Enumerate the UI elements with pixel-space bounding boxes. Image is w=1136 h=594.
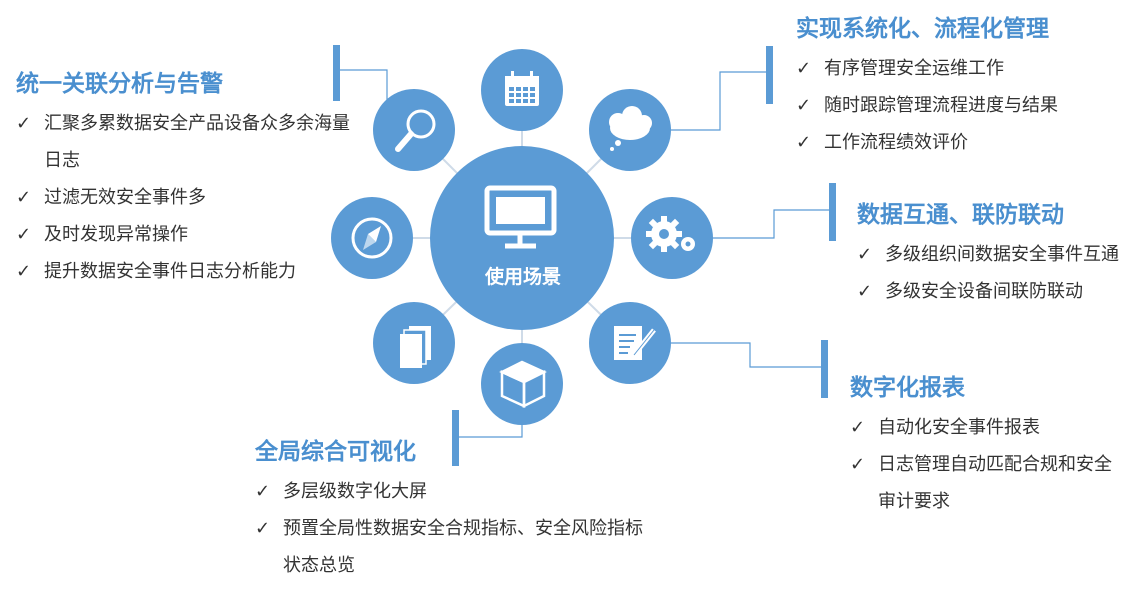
section-title: 数据互通、联防联动 bbox=[857, 202, 1064, 228]
list-item: ✓ 提升数据安全事件日志分析能力 bbox=[16, 253, 351, 290]
check-icon: ✓ bbox=[850, 454, 866, 475]
list-item-text: 提升数据安全事件日志分析能力 bbox=[44, 261, 296, 282]
list-item: ✓ 随时跟踪管理流程进度与结果 bbox=[796, 87, 1116, 124]
bar-left bbox=[333, 45, 340, 101]
section-left: 统一关联分析与告警 ✓ 汇聚多累数据安全产品设备众多余海量日志 ✓ 过滤无效安全事件多… bbox=[16, 69, 351, 290]
list-item-text: 日志管理自动匹配合规和安全审计要求 bbox=[878, 454, 1112, 512]
list-item-text: 多级安全设备间联防联动 bbox=[885, 281, 1083, 302]
list-item-text: 汇聚多累数据安全产品设备众多余海量日志 bbox=[44, 113, 350, 171]
item-list: ✓汇聚多累数据安全产品设备众多余海量日志✓过滤无效安全事件多✓及时发现异常操作✓… bbox=[16, 105, 351, 290]
calendar-icon bbox=[505, 71, 539, 106]
list-item: ✓ 工作流程绩效评价 bbox=[796, 124, 1116, 161]
cloud-icon bbox=[609, 106, 652, 151]
list-item-text: 随时跟踪管理流程进度与结果 bbox=[824, 95, 1058, 116]
connector-bottom bbox=[456, 424, 523, 438]
connector-top-right bbox=[658, 71, 768, 131]
notepad-pen-icon bbox=[614, 326, 656, 360]
check-icon: ✓ bbox=[796, 95, 812, 116]
check-icon: ✓ bbox=[16, 187, 32, 208]
check-icon: ✓ bbox=[796, 58, 812, 79]
item-list: ✓ 自动化安全事件报表 ✓ 日志管理自动匹配合规和安全审计要求 bbox=[850, 409, 1120, 520]
satellite-cloud bbox=[589, 89, 671, 171]
list-item-text: 过滤无效安全事件多 bbox=[44, 187, 206, 208]
list-item-text: 自动化安全事件报表 bbox=[878, 417, 1040, 438]
bar-bottom bbox=[452, 410, 459, 466]
list-item-text: 多层级数字化大屏 bbox=[283, 481, 427, 502]
satellite-documents bbox=[373, 302, 455, 384]
satellite-search bbox=[373, 89, 455, 171]
bar-top-right bbox=[766, 46, 773, 104]
list-item: ✓ 日志管理自动匹配合规和安全审计要求 bbox=[850, 446, 1120, 520]
connectors bbox=[340, 69, 830, 438]
item-list: ✓ 多层级数字化大屏 ✓ 预置全局性数据安全合规指标、安全风险指标状态总览 bbox=[255, 473, 655, 584]
list-item: ✓ 过滤无效安全事件多 bbox=[16, 179, 351, 216]
check-icon: ✓ bbox=[850, 417, 866, 438]
satellite-notepad bbox=[589, 302, 671, 384]
list-item: ✓ 多层级数字化大屏 bbox=[255, 473, 655, 510]
list-item-text: 预置全局性数据安全合规指标、安全风险指标状态总览 bbox=[283, 518, 643, 576]
satellite-gears bbox=[631, 197, 713, 279]
gears-icon bbox=[646, 216, 695, 252]
bar-lower-right bbox=[821, 340, 828, 398]
list-item: ✓ 汇聚多累数据安全产品设备众多余海量日志 bbox=[16, 105, 351, 179]
item-list: ✓ 多级组织间数据安全事件互通 ✓ 多级安全设备间联防联动 bbox=[857, 236, 1127, 310]
satellite-calendar bbox=[481, 49, 563, 131]
list-item-text: 及时发现异常操作 bbox=[44, 224, 188, 245]
section-mid-right: 数据互通、联防联动 ✓ 多级组织间数据安全事件互通 ✓ 多级安全设备间联防联动 bbox=[857, 200, 1127, 310]
list-item-text: 有序管理安全运维工作 bbox=[824, 58, 1004, 79]
list-item: ✓ 有序管理安全运维工作 bbox=[796, 50, 1116, 87]
satellite-compass bbox=[331, 197, 413, 279]
center-label: 使用场景 bbox=[484, 266, 561, 288]
magnifier-icon bbox=[395, 109, 436, 152]
section-title: 数字化报表 bbox=[850, 375, 965, 401]
list-item-text: 工作流程绩效评价 bbox=[824, 132, 968, 153]
list-item: ✓ 多级安全设备间联防联动 bbox=[857, 273, 1127, 310]
box-icon bbox=[499, 360, 547, 409]
section-title: 全局综合可视化 bbox=[255, 439, 416, 465]
list-item: ✓ 预置全局性数据安全合规指标、安全风险指标状态总览 bbox=[255, 510, 655, 584]
list-item: ✓ 自动化安全事件报表 bbox=[850, 409, 1120, 446]
compass-icon bbox=[351, 217, 393, 259]
check-icon: ✓ bbox=[16, 261, 32, 282]
bar-mid-right bbox=[829, 183, 836, 241]
list-item: ✓ 多级组织间数据安全事件互通 bbox=[857, 236, 1127, 273]
list-item: ✓ 及时发现异常操作 bbox=[16, 216, 351, 253]
check-icon: ✓ bbox=[255, 481, 271, 502]
accent-bars bbox=[333, 45, 836, 466]
section-title: 实现系统化、流程化管理 bbox=[796, 16, 1049, 42]
connector-mid-right bbox=[712, 209, 830, 239]
documents-icon bbox=[400, 326, 431, 368]
check-icon: ✓ bbox=[16, 113, 32, 134]
check-icon: ✓ bbox=[16, 224, 32, 245]
section-top-right: 实现系统化、流程化管理 ✓ 有序管理安全运维工作 ✓ 随时跟踪管理流程进度与结果 ✓ 工作… bbox=[796, 14, 1116, 161]
connector-lower-right bbox=[668, 342, 822, 368]
check-icon: ✓ bbox=[857, 281, 873, 302]
satellite-box bbox=[481, 343, 563, 425]
monitor-icon bbox=[484, 185, 557, 249]
check-icon: ✓ bbox=[796, 132, 812, 153]
section-lower-right: 数字化报表 ✓ 自动化安全事件报表 ✓ 日志管理自动匹配合规和安全审计要求 bbox=[850, 373, 1120, 520]
check-icon: ✓ bbox=[857, 244, 873, 265]
list-item-text: 多级组织间数据安全事件互通 bbox=[885, 244, 1119, 265]
check-icon: ✓ bbox=[255, 518, 271, 539]
section-title: 统一关联分析与告警 bbox=[16, 71, 223, 97]
section-bottom: 全局综合可视化 ✓ 多层级数字化大屏 ✓ 预置全局性数据安全合规指标、安全风险指标状态… bbox=[255, 437, 655, 584]
connector-left bbox=[340, 69, 388, 100]
item-list: ✓ 有序管理安全运维工作 ✓ 随时跟踪管理流程进度与结果 ✓ 工作流程绩效评价 bbox=[796, 50, 1116, 161]
